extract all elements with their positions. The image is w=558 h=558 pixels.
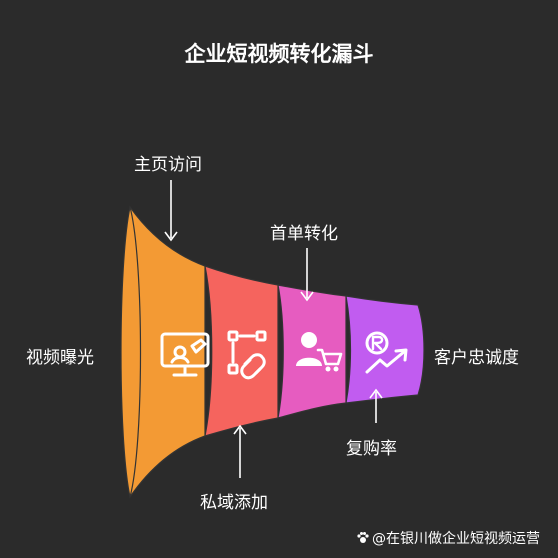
label-visit: 主页访问 bbox=[134, 155, 202, 175]
rupee-growth-icon bbox=[365, 331, 408, 374]
diagram-title: 企业短视频转化漏斗 bbox=[184, 42, 374, 66]
label-private: 私域添加 bbox=[200, 493, 268, 513]
video-screen-icon bbox=[160, 332, 210, 377]
watermark: @在银川做企业短视频运营 bbox=[356, 528, 540, 548]
funnel-segment-private bbox=[204, 265, 279, 437]
paw-icon bbox=[356, 531, 370, 545]
label-repurchase: 复购率 bbox=[346, 439, 397, 459]
arrow-first-order bbox=[300, 248, 314, 302]
chain-link-icon bbox=[227, 330, 267, 380]
label-exposure: 视频曝光 bbox=[26, 348, 94, 368]
arrow-repurchase bbox=[369, 388, 383, 423]
watermark-text: @在银川做企业短视频运营 bbox=[372, 531, 540, 547]
user-cart-icon bbox=[296, 332, 343, 372]
arrow-visit bbox=[164, 180, 178, 242]
funnel-mouth-rim bbox=[129, 206, 142, 498]
arrow-private bbox=[233, 424, 247, 478]
label-first-order: 首单转化 bbox=[270, 224, 338, 244]
funnel-segment-first-order bbox=[277, 284, 347, 419]
label-loyalty: 客户忠诚度 bbox=[434, 348, 519, 368]
